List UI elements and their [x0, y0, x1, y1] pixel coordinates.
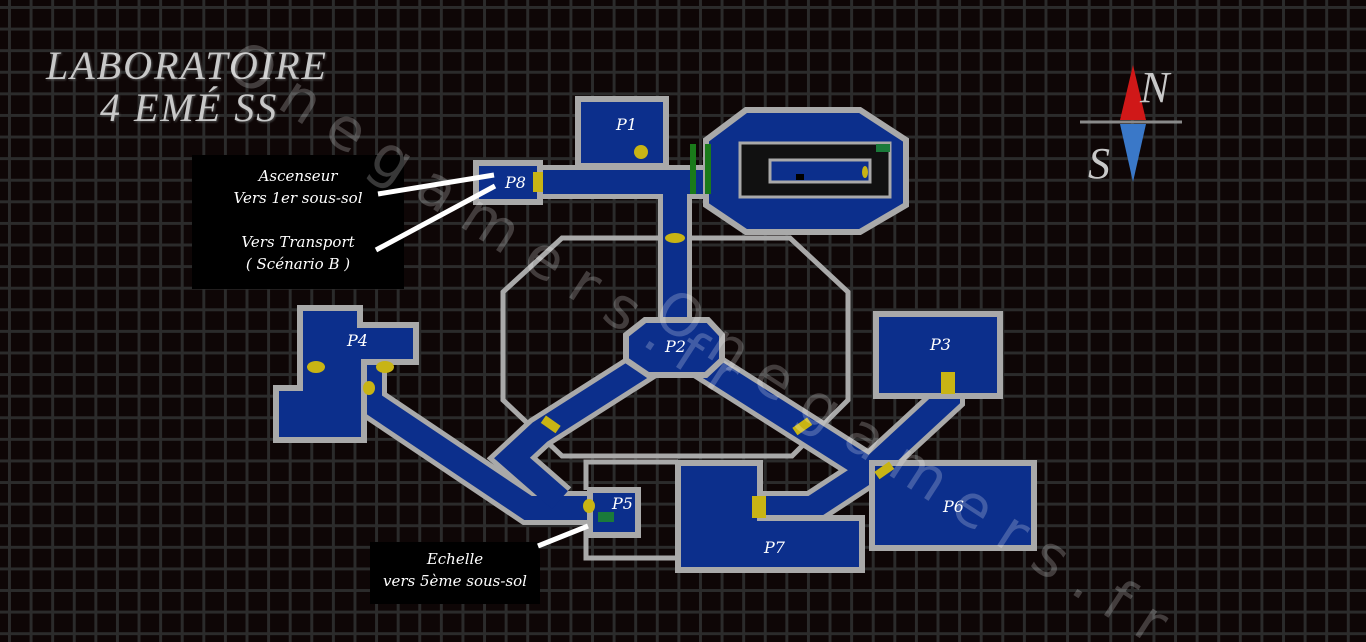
compass-south: S: [1088, 139, 1110, 188]
map-title-line1: LABORATOIRE: [46, 43, 328, 88]
room-label-p8: P8: [504, 173, 526, 192]
room-label-p4: P4: [346, 331, 368, 350]
room-label-p2: P2: [664, 337, 686, 356]
room-label-p3: P3: [929, 335, 951, 354]
ladder-label-2: vers 5ème sous-sol: [383, 572, 527, 590]
room-p3: [873, 311, 1003, 399]
elevator-label-2: Vers 1er sous-sol: [233, 189, 363, 207]
ladder-icon: [598, 512, 614, 522]
transport-label-1: Vers Transport: [241, 233, 355, 251]
room-p7: [675, 460, 865, 573]
elevator-label-1: Ascenseur: [258, 167, 338, 185]
callout-pointers: [374, 172, 589, 549]
corridors: [353, 165, 965, 525]
ladder-label-1: Echelle: [426, 550, 484, 568]
central-ring-outline: [500, 235, 851, 459]
room-label-p6: P6: [942, 497, 964, 516]
room-label-p1: P1: [615, 115, 637, 134]
compass-north: N: [1139, 63, 1172, 112]
callout-ladder: Echelle vers 5ème sous-sol: [370, 542, 540, 604]
compass-icon: N S: [1080, 63, 1182, 188]
room-p1: [575, 96, 669, 169]
room-p4: [273, 305, 419, 443]
callout-elevator-transport: Ascenseur Vers 1er sous-sol Vers Transpo…: [192, 155, 404, 289]
room-label-p7: P7: [763, 538, 786, 557]
map-title-line2: 4 EMÉ SS: [100, 85, 279, 130]
p5-frame: [583, 459, 678, 490]
room-p2: [623, 317, 725, 378]
room-p6: [869, 460, 1037, 551]
room-label-p5: P5: [611, 494, 633, 513]
doors: [307, 145, 955, 518]
transport-label-2: ( Scénario B ): [245, 255, 351, 273]
